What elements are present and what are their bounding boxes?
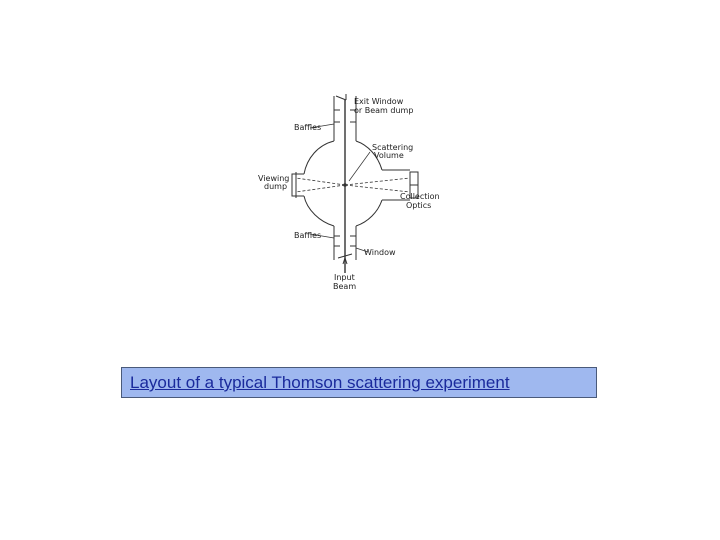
chamber-outline xyxy=(303,140,383,227)
caption-box: Layout of a typical Thomson scattering e… xyxy=(121,367,597,398)
viewing-dump-port xyxy=(291,173,304,197)
label-scattering-1: Scattering xyxy=(372,143,413,152)
label-collection-1: Collection xyxy=(400,192,440,201)
label-collection-2: Optics xyxy=(406,201,431,210)
caption-link[interactable]: Layout of a typical Thomson scattering e… xyxy=(130,373,510,392)
label-baffles-top: Baffles xyxy=(294,123,321,132)
thomson-scattering-diagram: Exit Window or Beam dump Baffles Scatter… xyxy=(258,94,440,291)
label-baffles-bottom: Baffles xyxy=(294,231,321,240)
label-input-2: Beam xyxy=(333,282,356,291)
label-scattering-2: Volume xyxy=(374,151,404,160)
label-exit-window-2: or Beam dump xyxy=(354,106,413,115)
label-viewing-1: Viewing xyxy=(258,174,289,183)
label-input-1: Input xyxy=(334,273,355,282)
label-exit-window-1: Exit Window xyxy=(354,97,404,106)
bottom-port xyxy=(333,226,357,260)
label-window: Window xyxy=(364,248,396,257)
collection-port xyxy=(382,169,410,201)
label-viewing-2: dump xyxy=(264,182,287,191)
top-port xyxy=(333,96,357,141)
